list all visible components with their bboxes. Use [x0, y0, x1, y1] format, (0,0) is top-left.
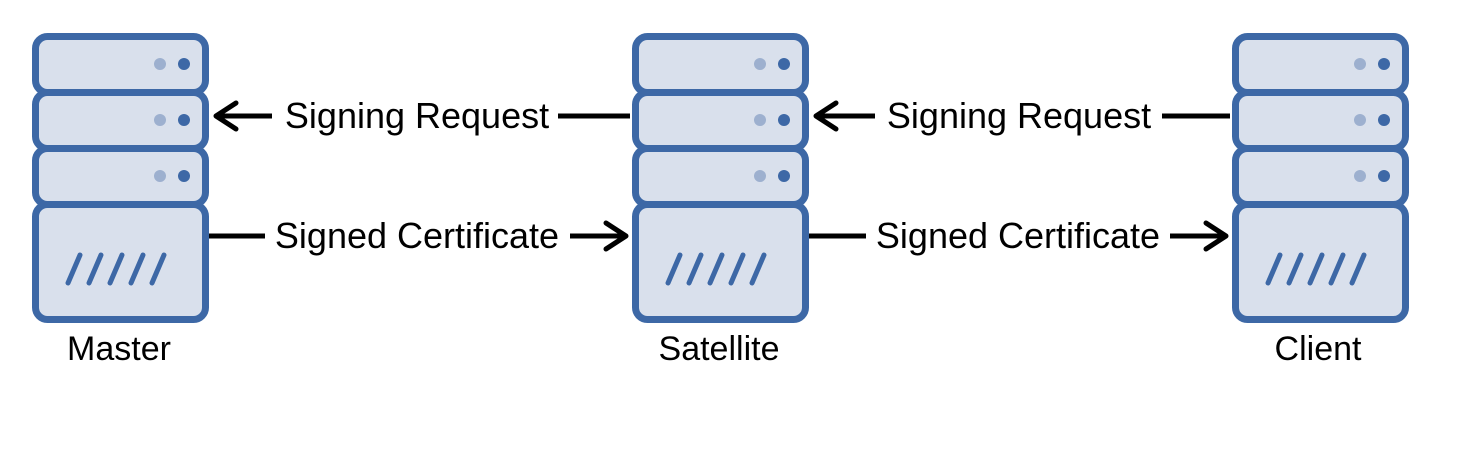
edge-satellite-to-master-request: Signing Request	[213, 95, 630, 136]
arrow-left-icon	[813, 100, 839, 132]
edge-label: Signed Certificate	[876, 215, 1160, 256]
edge-label: Signed Certificate	[275, 215, 559, 256]
client-node: Client	[1236, 37, 1406, 368]
edge-satellite-to-client-certificate: Signed Certificate	[809, 215, 1229, 256]
satellite-node: Satellite	[636, 37, 806, 368]
satellite-server-icon	[636, 37, 806, 320]
master-node: Master	[36, 37, 206, 368]
master-label: Master	[67, 330, 171, 368]
arrow-left-icon	[213, 100, 239, 132]
arrow-right-icon	[603, 220, 629, 252]
client-label: Client	[1275, 330, 1362, 368]
arrow-right-icon	[1203, 220, 1229, 252]
edge-label: Signing Request	[285, 95, 549, 136]
edge-client-to-satellite-request: Signing Request	[813, 95, 1230, 136]
master-server-icon	[36, 37, 206, 320]
satellite-label: Satellite	[659, 330, 780, 368]
edge-master-to-satellite-certificate: Signed Certificate	[209, 215, 629, 256]
edge-label: Signing Request	[887, 95, 1151, 136]
client-server-icon	[1236, 37, 1406, 320]
